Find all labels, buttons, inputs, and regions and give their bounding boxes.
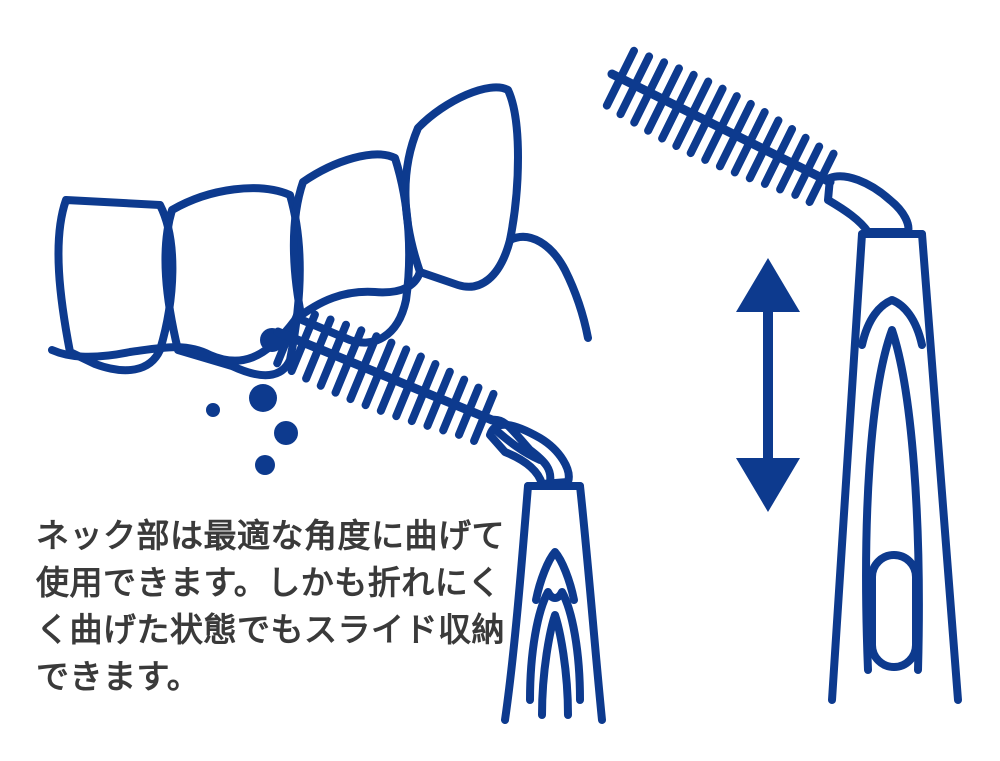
neck-cap	[486, 420, 573, 488]
neck-cap	[824, 172, 913, 236]
plaque-debris	[206, 328, 298, 475]
brush-core-wire	[273, 327, 497, 425]
teeth	[48, 83, 592, 380]
brush-in-use	[273, 305, 606, 724]
tooth-canine	[289, 150, 414, 347]
arrow-head-down	[736, 458, 800, 512]
brush-core-wire	[607, 69, 835, 187]
gum-curve	[506, 232, 592, 342]
debris-particle	[206, 403, 220, 417]
debris-particle	[274, 421, 298, 445]
caption-line: できます。	[36, 657, 201, 696]
caption-line: 使用できます。しかも折れにく	[36, 563, 502, 602]
gum-line	[48, 268, 424, 365]
caption-line: ネック部は最適な角度に曲げて	[36, 516, 505, 555]
tooth-incisor-left	[54, 196, 177, 375]
debris-particle	[249, 384, 277, 412]
debris-particle	[255, 455, 275, 475]
handle-upper	[828, 230, 962, 704]
arrow-head-up	[736, 258, 800, 312]
tooth-incisor-right	[161, 184, 304, 380]
handle-lower	[501, 482, 606, 724]
tooth-premolar	[401, 83, 522, 291]
description-caption: ネック部は最適な角度に曲げて 使用できます。しかも折れにく く曲げた状態でもスラ…	[36, 512, 506, 700]
brush-straight	[602, 46, 962, 704]
double-headed-vertical-arrow-icon	[736, 258, 800, 512]
caption-line: く曲げた状態でもスライド収納	[36, 610, 505, 649]
